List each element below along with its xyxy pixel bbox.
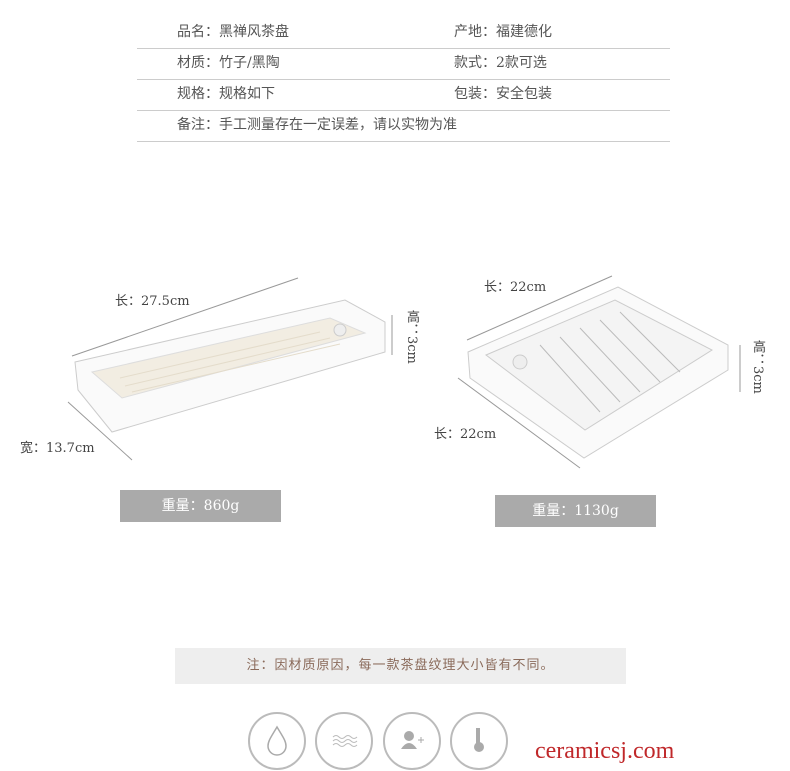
- tray-2-weight: 重量：1130g: [495, 495, 656, 527]
- tray-1-width: 宽：13.7cm: [20, 441, 95, 456]
- watermark: ceramicsj.com: [535, 738, 675, 764]
- texture-note: 注：因材质原因，每一款茶盘纹理大小皆有不同。: [175, 648, 626, 684]
- spec-row: 材质：竹子/黑陶 款式：2款可选: [137, 48, 670, 80]
- tray-2-height: 高：3cm: [750, 340, 765, 394]
- tray-1-height: 高：3cm: [404, 310, 419, 364]
- spec-row: 备注：手工测量存在一定误差，请以实物为准: [137, 110, 670, 142]
- thermometer-icon: [450, 712, 508, 770]
- spec-row: 规格：规格如下 包装：安全包装: [137, 79, 670, 111]
- tray-1-weight: 重量：860g: [120, 490, 281, 522]
- spec-name: 品名：黑禅风茶盘: [177, 24, 289, 40]
- tray-2-length: 长：22cm: [484, 280, 547, 295]
- tray-1-dimension-lines: [67, 277, 393, 461]
- tray-2-dimension-lines: [457, 275, 741, 469]
- spec-row: 品名：黑禅风茶盘 产地：福建德化: [137, 17, 670, 49]
- tray-2-width: 长：22cm: [434, 427, 497, 442]
- add-user-icon: [383, 712, 441, 770]
- spec-remark: 备注：手工测量存在一定误差，请以实物为准: [177, 117, 457, 133]
- water-drop-icon: [248, 712, 306, 770]
- spec-style: 款式：2款可选: [454, 55, 547, 71]
- tray-2-image: [467, 286, 729, 459]
- tray-1-length: 长：27.5cm: [115, 294, 190, 309]
- spec-material: 材质：竹子/黑陶: [177, 55, 280, 71]
- waves-icon: [315, 712, 373, 770]
- spec-origin: 产地：福建德化: [454, 24, 552, 40]
- tray-1-image: [74, 299, 386, 433]
- spec-package: 包装：安全包装: [454, 86, 552, 102]
- spec-size: 规格：规格如下: [177, 86, 275, 102]
